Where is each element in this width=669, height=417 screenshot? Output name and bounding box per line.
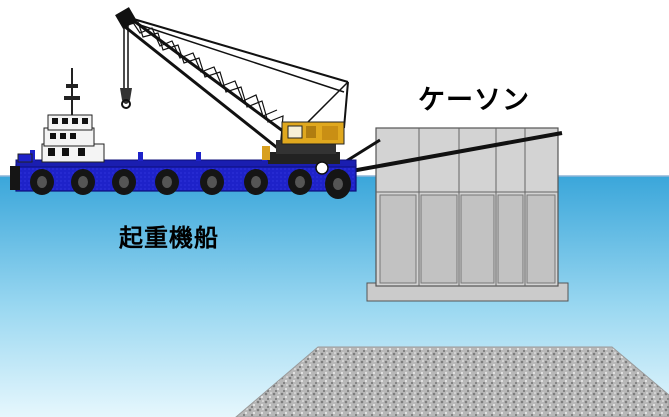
hoist-cable [345,131,563,174]
crane-hook-icon [120,22,132,109]
rubble-mound [235,346,669,417]
crane-boom-icon [123,16,349,152]
boom-tip [115,7,137,29]
wheelhouse-icon [17,68,105,163]
fender-tires [30,169,351,199]
crane-vessel-label: 起重機船 [119,224,219,252]
caisson-block-icon [366,127,569,302]
caisson-label: ケーソン [418,85,530,116]
crane-base [262,121,345,175]
